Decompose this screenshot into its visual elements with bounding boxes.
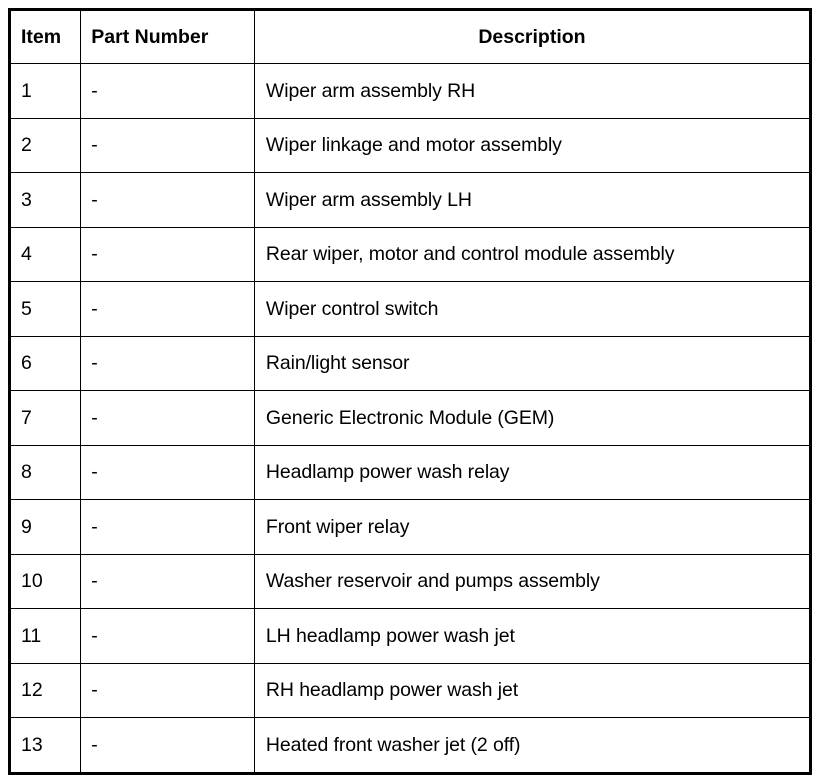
table-row: 12 - RH headlamp power wash jet <box>8 662 812 718</box>
cell-item: 6 <box>8 335 82 391</box>
cell-part-number: - <box>80 117 255 173</box>
cell-item: 13 <box>8 717 82 774</box>
cell-item: 5 <box>8 281 82 337</box>
cell-part-number: - <box>80 172 255 228</box>
cell-part-number: - <box>80 608 255 664</box>
cell-item: 11 <box>8 608 82 664</box>
table-row: 9 - Front wiper relay <box>8 499 812 555</box>
cell-description: Wiper arm assembly LH <box>253 172 812 228</box>
cell-item: 7 <box>8 390 82 446</box>
column-header-item: Item <box>8 9 82 64</box>
table-row: 5 - Wiper control switch <box>8 281 812 337</box>
cell-part-number: - <box>80 281 255 337</box>
cell-item: 2 <box>8 117 82 173</box>
cell-description: Generic Electronic Module (GEM) <box>253 390 812 446</box>
cell-item: 8 <box>8 444 82 500</box>
table-row: 4 - Rear wiper, motor and control module… <box>8 226 812 282</box>
table-row: 10 - Washer reservoir and pumps assembly <box>8 553 812 609</box>
cell-description: Heated front washer jet (2 off) <box>253 717 812 774</box>
cell-item: 3 <box>8 172 82 228</box>
cell-item: 10 <box>8 553 82 609</box>
cell-part-number: - <box>80 63 255 119</box>
cell-item: 4 <box>8 226 82 282</box>
cell-description: Wiper control switch <box>253 281 812 337</box>
cell-part-number: - <box>80 717 255 774</box>
parts-legend-table: Item Part Number Description 1 - Wiper a… <box>8 8 812 775</box>
table-row: 3 - Wiper arm assembly LH <box>8 172 812 228</box>
cell-description: RH headlamp power wash jet <box>253 662 812 718</box>
cell-part-number: - <box>80 335 255 391</box>
table-header: Item Part Number Description <box>8 9 812 64</box>
cell-description: Wiper arm assembly RH <box>253 63 812 119</box>
cell-part-number: - <box>80 390 255 446</box>
column-header-part-number: Part Number <box>80 9 255 64</box>
cell-part-number: - <box>80 226 255 282</box>
table-row: 8 - Headlamp power wash relay <box>8 444 812 500</box>
cell-item: 1 <box>8 63 82 119</box>
cell-description: Front wiper relay <box>253 499 812 555</box>
cell-description: Wiper linkage and motor assembly <box>253 117 812 173</box>
table-row: 1 - Wiper arm assembly RH <box>8 63 812 119</box>
table-row: 13 - Heated front washer jet (2 off) <box>8 717 812 774</box>
cell-part-number: - <box>80 444 255 500</box>
cell-description: Rear wiper, motor and control module ass… <box>253 226 812 282</box>
cell-part-number: - <box>80 499 255 555</box>
cell-item: 12 <box>8 662 82 718</box>
column-header-description: Description <box>253 9 812 64</box>
cell-description: Washer reservoir and pumps assembly <box>253 553 812 609</box>
table-row: 11 - LH headlamp power wash jet <box>8 608 812 664</box>
cell-description: Headlamp power wash relay <box>253 444 812 500</box>
table-header-row: Item Part Number Description <box>8 9 812 64</box>
cell-description: LH headlamp power wash jet <box>253 608 812 664</box>
cell-item: 9 <box>8 499 82 555</box>
cell-description: Rain/light sensor <box>253 335 812 391</box>
cell-part-number: - <box>80 553 255 609</box>
table-body: 1 - Wiper arm assembly RH 2 - Wiper link… <box>8 63 812 774</box>
table-row: 6 - Rain/light sensor <box>8 335 812 391</box>
cell-part-number: - <box>80 662 255 718</box>
table-row: 2 - Wiper linkage and motor assembly <box>8 117 812 173</box>
table-row: 7 - Generic Electronic Module (GEM) <box>8 390 812 446</box>
